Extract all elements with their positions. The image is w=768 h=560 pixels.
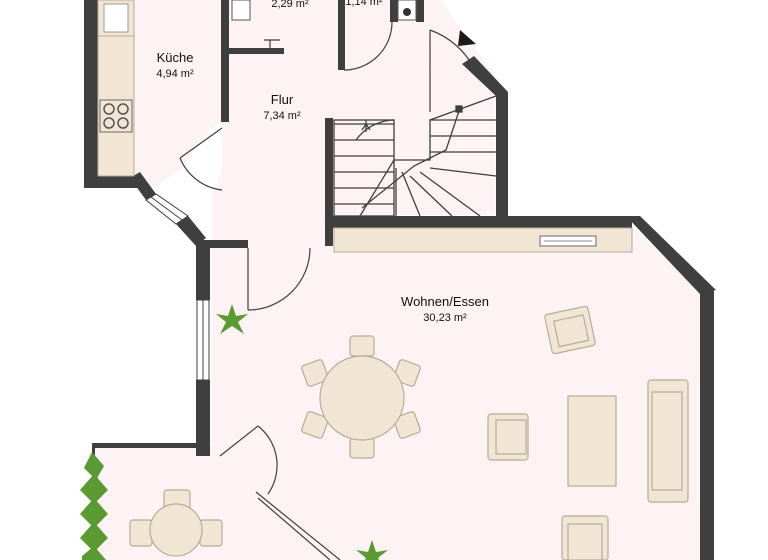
- stove: [99, 99, 133, 133]
- walls: [84, 0, 716, 560]
- staircase: [333, 95, 497, 217]
- hedge-icon: [80, 452, 108, 560]
- washbasin: [231, 0, 251, 21]
- stair-diag-wall: [462, 56, 508, 226]
- living-floor: [212, 226, 700, 560]
- terrace-table-set: [129, 489, 223, 557]
- kitchen-counter: [97, 0, 135, 177]
- plant-icon: [216, 304, 248, 334]
- terrace-door: [219, 425, 278, 495]
- top-right-wall: [390, 0, 398, 22]
- top-left-area: 2,29 m²: [271, 0, 309, 10]
- plants: [80, 304, 388, 560]
- kitchen-name: Küche: [157, 50, 194, 65]
- stair-door: [429, 29, 475, 112]
- living-left-wall-a: [196, 240, 210, 300]
- doors: [179, 21, 475, 560]
- top-right-wall-b: [416, 0, 424, 22]
- small-room-bottom-wall: [222, 48, 284, 54]
- stair-left-wall: [325, 118, 333, 246]
- kitchen-bottom-wall: [84, 176, 140, 188]
- top-right-area: 1,14 m²: [345, 0, 383, 8]
- hallway-area: 7,34 m²: [263, 110, 301, 122]
- hallway-floor: [212, 52, 330, 240]
- living-diag-wall: [626, 216, 716, 294]
- terrace-top-wall: [92, 443, 210, 448]
- kitchen-diag-wall-b: [176, 216, 206, 246]
- living-left-wall-b: [196, 380, 210, 456]
- living-name: Wohnen/Essen: [401, 294, 489, 309]
- kitchen-hall-wall-top: [221, 0, 229, 122]
- kitchen-left-wall: [84, 0, 98, 188]
- living-area: 30,23 m²: [423, 312, 467, 324]
- dining-table: [319, 355, 405, 441]
- hall-living-wall: [208, 240, 248, 248]
- top-divider-wall: [338, 0, 345, 70]
- kitchen-diag-wall-a: [130, 172, 156, 200]
- hallway-living-door: [247, 247, 311, 311]
- terrace-table: [149, 503, 203, 557]
- sofa-set: [487, 305, 689, 560]
- stair-bottom-wall: [332, 216, 632, 228]
- hall-small-door: [264, 39, 280, 52]
- living-right-wall: [700, 290, 714, 560]
- kitchen-area: 4,94 m²: [156, 68, 194, 80]
- kitchen-door: [179, 127, 223, 191]
- terrace-door-b: [255, 491, 341, 560]
- entrance-arrow-icon: [458, 30, 476, 46]
- plant-icon: [356, 540, 388, 560]
- coffee-table: [567, 395, 617, 487]
- dining-set: [301, 335, 421, 459]
- top-room-door: [343, 21, 393, 71]
- hallway-name: Flur: [271, 92, 294, 107]
